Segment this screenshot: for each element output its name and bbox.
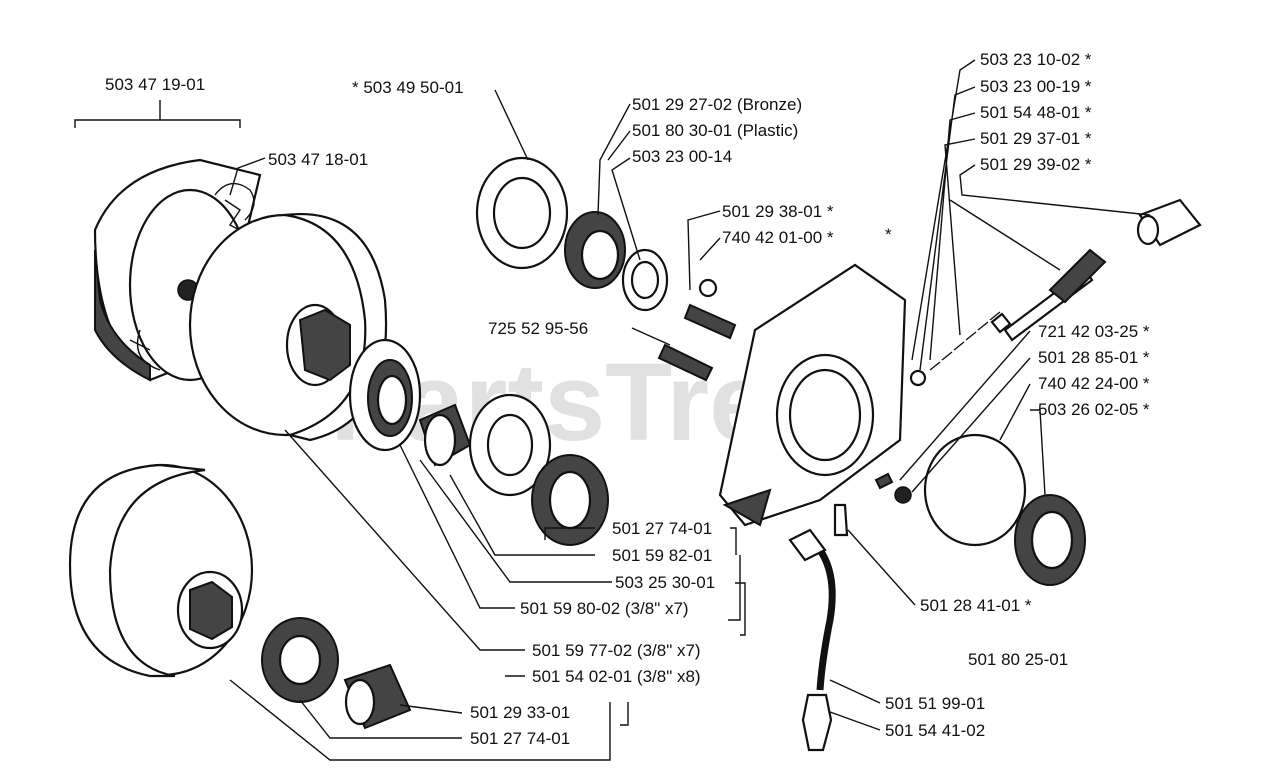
leader-lines — [74, 59, 1151, 761]
label-503-49-50-01[interactable]: * 503 49 50-01 — [352, 78, 464, 97]
spur-sprocket — [531, 454, 609, 546]
label-501-80-30-01[interactable]: 501 80 30-01 (Plastic) — [632, 121, 798, 140]
label-501-29-38-01[interactable]: 501 29 38-01 * — [722, 202, 834, 221]
label-501-28-85-01[interactable]: 501 28 85-01 * — [1038, 348, 1150, 367]
label-501-80-25-01[interactable]: 501 80 25-01 — [968, 650, 1068, 669]
label-501-29-39-02[interactable]: 501 29 39-02 * — [980, 155, 1092, 174]
lower-rim-sprocket — [261, 617, 339, 703]
washer — [468, 393, 552, 497]
small-nut — [833, 472, 912, 537]
screws — [657, 278, 737, 382]
label-503-47-18-01[interactable]: 503 47 18-01 — [268, 150, 368, 169]
part-labels: 503 47 19-01 503 47 18-01 * 503 49 50-01… — [105, 50, 1150, 748]
oil-pump-gear — [564, 211, 669, 312]
label-740-42-24-00[interactable]: 740 42 24-00 * — [1038, 374, 1150, 393]
lower-clutch-drum — [68, 463, 254, 678]
label-501-29-37-01[interactable]: 501 29 37-01 * — [980, 129, 1092, 148]
label-501-29-33-01[interactable]: 501 29 33-01 — [470, 703, 570, 722]
shaft-seal — [1014, 494, 1086, 586]
label-housing-star: * — [885, 225, 892, 244]
needle-bearing — [418, 403, 472, 467]
label-740-42-01-00[interactable]: 740 42 01-00 * — [722, 228, 834, 247]
label-501-59-77-02[interactable]: 501 59 77-02 (3/8" x7) — [532, 641, 701, 660]
label-501-29-27-02[interactable]: 501 29 27-02 (Bronze) — [632, 95, 802, 114]
rim-sprocket — [348, 338, 422, 452]
label-503-23-00-19[interactable]: 503 23 00-19 * — [980, 77, 1092, 96]
thrust-washer — [475, 156, 569, 270]
label-503-23-10-02[interactable]: 503 23 10-02 * — [980, 50, 1092, 69]
label-503-23-00-14[interactable]: 503 23 00-14 — [632, 147, 732, 166]
o-ring — [923, 433, 1027, 547]
oil-hose — [788, 528, 836, 752]
label-503-47-19-01[interactable]: 503 47 19-01 — [105, 75, 205, 94]
lower-needle-bearing — [343, 663, 412, 730]
label-501-59-82-01[interactable]: 501 59 82-01 — [612, 546, 712, 565]
label-501-59-80-02[interactable]: 501 59 80-02 (3/8" x7) — [520, 599, 689, 618]
label-503-25-30-01[interactable]: 503 25 30-01 — [615, 573, 715, 592]
label-725-52-95-56[interactable]: 725 52 95-56 — [488, 319, 588, 338]
pump-shaft — [909, 198, 1202, 387]
label-501-54-02-01[interactable]: 501 54 02-01 (3/8" x8) — [532, 667, 701, 686]
label-501-54-48-01[interactable]: 501 54 48-01 * — [980, 103, 1092, 122]
label-503-26-02-05[interactable]: 503 26 02-05 * — [1038, 400, 1150, 419]
label-501-27-74-01-b[interactable]: 501 27 74-01 — [470, 729, 570, 748]
label-501-28-41-01[interactable]: 501 28 41-01 * — [920, 596, 1032, 615]
label-501-54-41-02[interactable]: 501 54 41-02 — [885, 721, 985, 740]
oil-pump-housing — [718, 263, 907, 527]
label-501-27-74-01-a[interactable]: 501 27 74-01 — [612, 519, 712, 538]
label-721-42-03-25[interactable]: 721 42 03-25 * — [1038, 322, 1150, 341]
label-501-51-99-01[interactable]: 501 51 99-01 — [885, 694, 985, 713]
